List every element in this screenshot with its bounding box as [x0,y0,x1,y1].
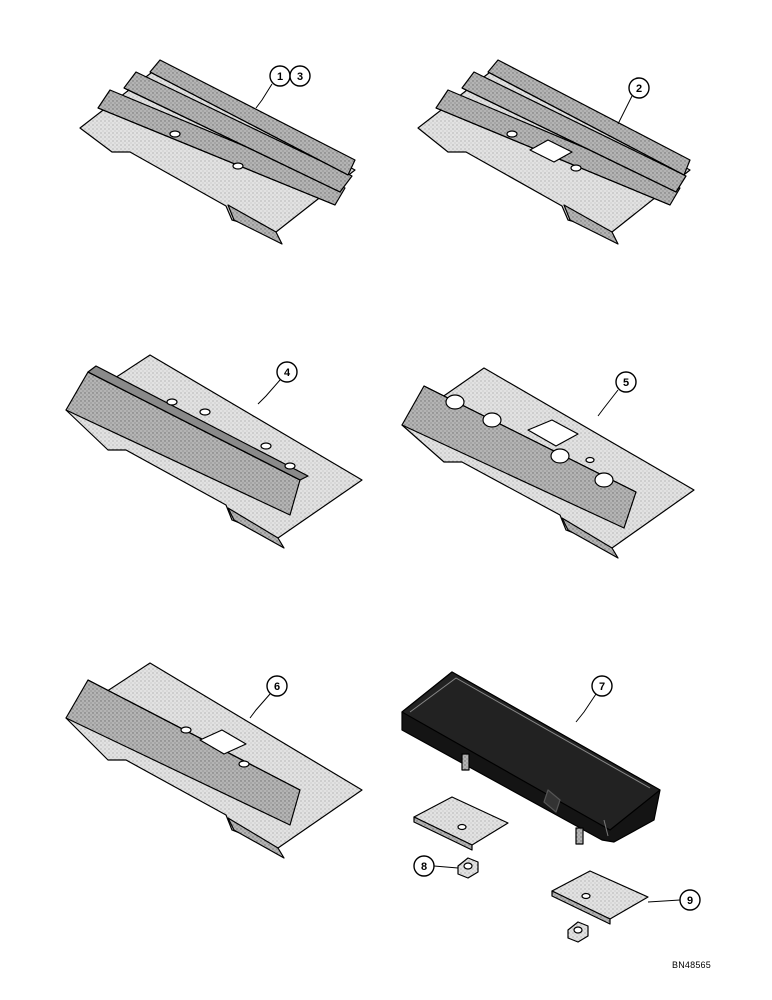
track-shoe-single-grouser-slotted [65,662,363,859]
svg-text:8: 8 [421,861,427,873]
svg-text:7: 7 [599,681,605,693]
svg-text:9: 9 [687,895,693,907]
track-shoe-single-grouser [65,354,363,549]
mounting-plate-upper [413,796,509,851]
rubber-track-pad [401,671,661,845]
svg-text:5: 5 [623,377,629,389]
leader-lines [249,83,681,903]
callout-2: 2 [628,77,650,99]
track-shoe-triple-grouser-master [417,59,691,245]
svg-text:3: 3 [297,71,303,83]
callout-6: 6 [266,675,288,697]
hex-nut-lower [567,921,589,943]
callout-9: 9 [679,889,701,911]
callout-3: 3 [289,65,311,87]
callout-4: 4 [276,361,298,383]
callout-8: 8 [413,855,435,877]
callout-1: 1 [269,65,291,87]
svg-text:6: 6 [274,681,280,693]
svg-text:4: 4 [284,367,291,379]
track-shoe-triple-grouser [79,59,356,245]
mounting-plate [551,870,649,925]
figure-reference-code: BN48565 [672,960,711,970]
callout-5: 5 [615,371,637,393]
callout-7: 7 [591,675,613,697]
svg-text:1: 1 [277,71,283,83]
svg-text:2: 2 [636,83,642,95]
track-shoe-single-grouser-master [401,367,695,559]
hex-nut [457,857,479,879]
